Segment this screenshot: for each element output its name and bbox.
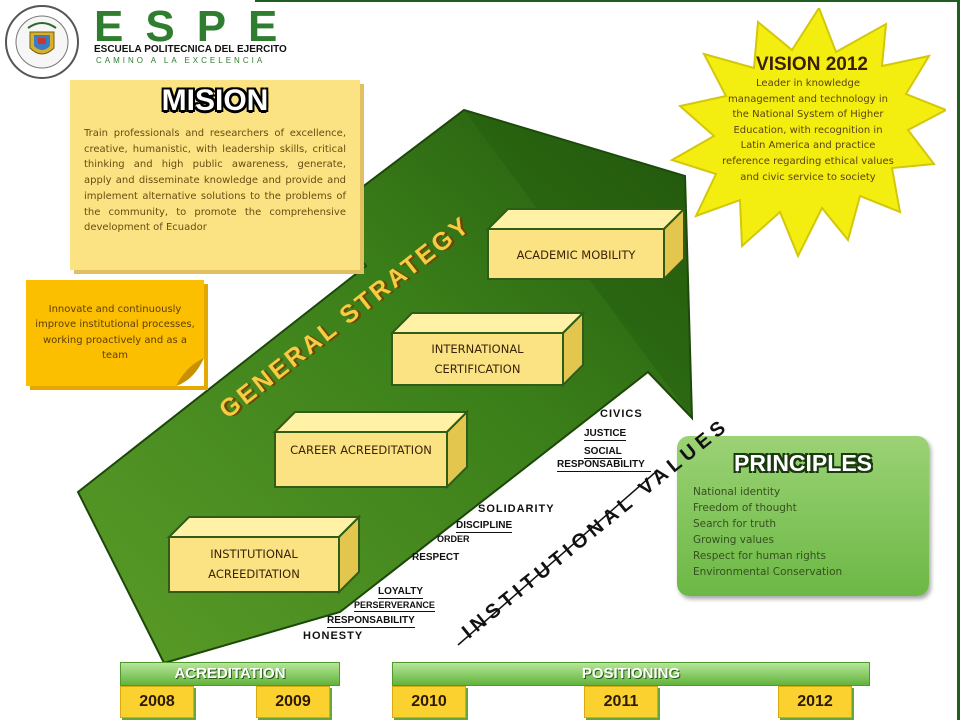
value-loyalty: LOYALTY bbox=[378, 586, 424, 599]
top-border bbox=[255, 0, 960, 2]
value-honesty: HONESTY bbox=[303, 630, 364, 642]
positioning-bar: POSITIONING bbox=[392, 662, 870, 686]
value-civics: CIVICS bbox=[600, 408, 643, 420]
step-box-institutional bbox=[166, 514, 362, 595]
value-solidarity: SOLIDARITY bbox=[478, 503, 555, 515]
year-2009: 2009 bbox=[256, 686, 330, 718]
value-discipline: DISCIPLINE bbox=[456, 520, 513, 533]
year-2011: 2011 bbox=[584, 686, 658, 718]
principle-item: Freedom of thought bbox=[693, 502, 797, 514]
value-perserverance: PERSERVERANCE bbox=[354, 600, 435, 612]
institution-name: ESCUELA POLITECNICA DEL EJERCITO bbox=[94, 44, 287, 55]
vision-star bbox=[669, 8, 946, 259]
mision-text: Train professionals and researchers of e… bbox=[84, 128, 346, 234]
vision-title: VISION 2012 bbox=[756, 54, 868, 75]
principles-list: National identity Freedom of thought Sea… bbox=[693, 484, 923, 580]
mision-title: MISION bbox=[161, 84, 269, 117]
value-social: SOCIAL bbox=[584, 446, 622, 459]
value-order: ORDER bbox=[437, 534, 470, 544]
mision-box: MISION Train professionals and researche… bbox=[70, 80, 360, 270]
principle-item: Search for truth bbox=[693, 518, 777, 530]
innovate-note: Innovate and continuously improve instit… bbox=[26, 280, 204, 386]
step-label-international: INTERNATIONAL CERTIFICATION bbox=[431, 342, 524, 376]
principle-item: Environmental Conservation bbox=[693, 566, 843, 578]
vision-text: Leader in knowledge management and techn… bbox=[722, 78, 894, 183]
principle-item: Respect for human rights bbox=[693, 550, 826, 562]
principles-box: PRINCIPLES National identity Freedom of … bbox=[677, 436, 929, 596]
principle-item: Growing values bbox=[693, 534, 774, 546]
principle-item: National identity bbox=[693, 486, 781, 498]
year-2008: 2008 bbox=[120, 686, 194, 718]
step-box-academic bbox=[485, 206, 687, 282]
logo-initials: ESPE bbox=[94, 2, 300, 51]
value-responsability: RESPONSABILITY bbox=[327, 615, 415, 628]
value-social-responsability: RESPONSABILITY bbox=[557, 459, 651, 472]
step-label-academic: ACADEMIC MOBILITY bbox=[516, 248, 636, 262]
step-label-institutional: INSTITUTIONAL ACREEDITATION bbox=[208, 547, 300, 581]
right-border bbox=[957, 0, 960, 720]
innovate-text: Innovate and continuously improve instit… bbox=[35, 304, 195, 361]
year-2010: 2010 bbox=[392, 686, 466, 718]
acreditation-bar: ACREDITATION bbox=[120, 662, 340, 686]
step-box-international bbox=[389, 310, 586, 388]
motto: CAMINO A LA EXCELENCIA bbox=[96, 56, 266, 65]
step-label-career: CAREER ACREEDITATION bbox=[290, 443, 432, 457]
value-justice: JUSTICE bbox=[584, 428, 627, 441]
step-box-career bbox=[272, 409, 470, 490]
value-respect: RESPECT bbox=[412, 552, 460, 563]
seal-icon bbox=[5, 5, 79, 79]
year-2012: 2012 bbox=[778, 686, 852, 718]
page-curl-icon bbox=[176, 358, 204, 386]
principles-title: PRINCIPLES bbox=[733, 450, 873, 476]
